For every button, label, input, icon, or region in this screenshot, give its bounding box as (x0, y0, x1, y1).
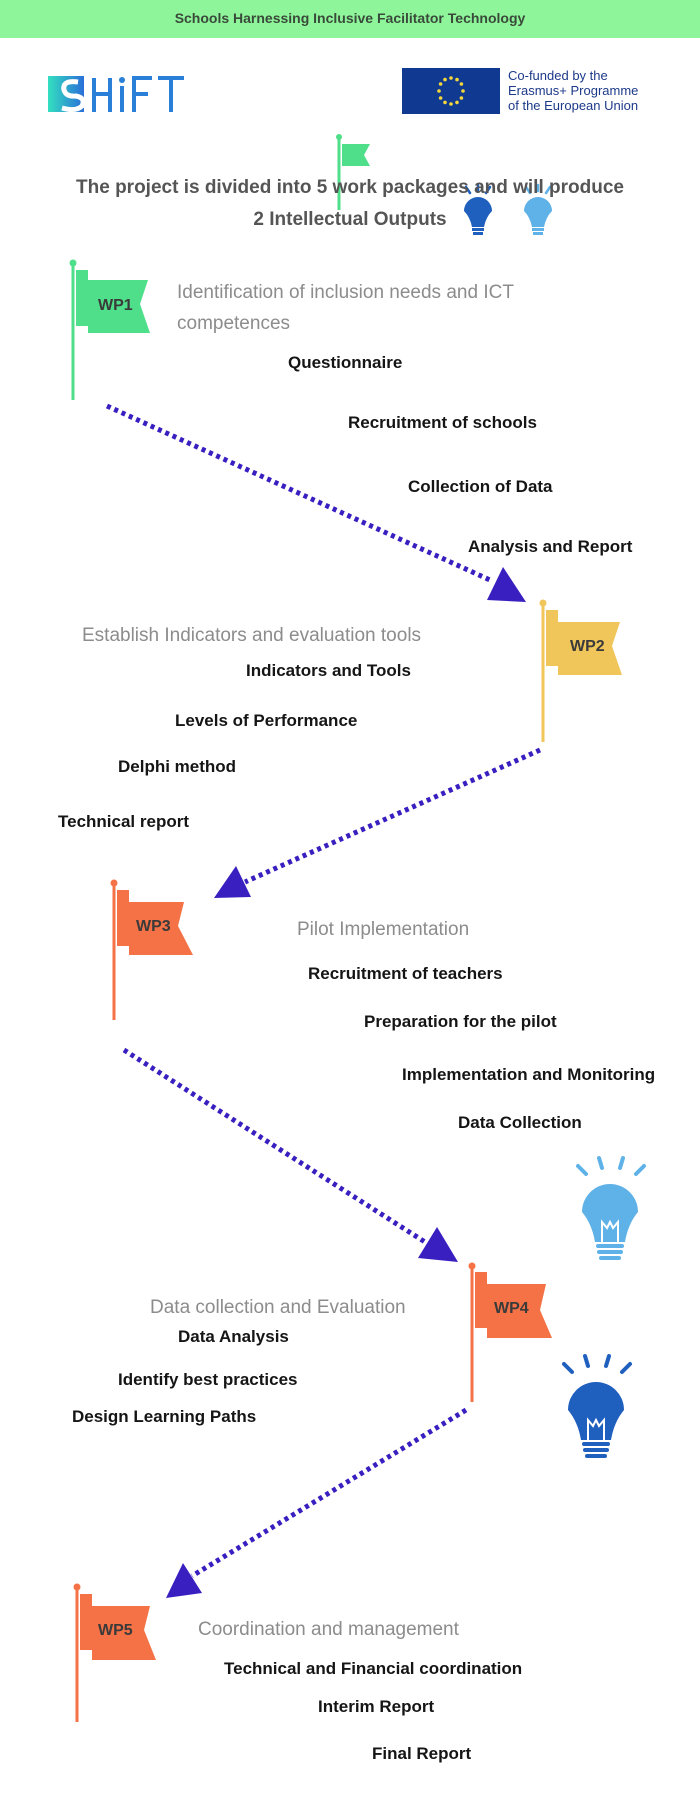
wp3-flag (110, 879, 193, 1020)
arrowhead-icon (214, 866, 251, 898)
wp5-task: Technical and Financial coordination (224, 1659, 523, 1678)
wp1-label: WP1 (98, 297, 133, 314)
arrow-wp3-wp4 (122, 1047, 427, 1245)
arrowhead-icon (487, 567, 526, 602)
wp3-task: Preparation for the pilot (364, 1012, 557, 1031)
arrow-wp1-wp2 (105, 403, 492, 583)
wp1-flag (69, 259, 150, 400)
eu-cofunded-text: Co-funded by the Erasmus+ Programme of t… (508, 68, 639, 113)
wp3-task: Data Collection (458, 1113, 582, 1132)
wp5-task: Final Report (372, 1744, 472, 1763)
arrow-wp2-wp3 (243, 747, 542, 885)
wp5-label: WP5 (98, 1622, 133, 1639)
wp2-task: Delphi method (118, 757, 237, 776)
wp4-task: Design Learning Paths (72, 1407, 257, 1426)
wp2-title: Establish Indicators and evaluation tool… (82, 625, 422, 646)
eu-stars-icon (437, 76, 465, 106)
lightbulb-icon (524, 183, 552, 235)
wp3-title: Pilot Implementation (297, 919, 470, 940)
intro-text: The project is divided into 5 work packa… (76, 177, 624, 230)
wp5-task: Interim Report (318, 1697, 435, 1716)
eu-flag (402, 68, 500, 114)
wp4-task: Data Analysis (178, 1327, 289, 1346)
wp4-title: Data collection and Evaluation (150, 1297, 406, 1318)
wp4-flag (468, 1262, 552, 1402)
wp3-task: Implementation and Monitoring (402, 1065, 656, 1084)
arrowhead-icon (418, 1227, 458, 1262)
header-title: Schools Harnessing Inclusive Facilitator… (174, 10, 526, 26)
flag-icon (336, 134, 370, 210)
arrowhead-icon (166, 1563, 202, 1598)
lightbulb-icon (464, 183, 492, 235)
wp1-task: Questionnaire (288, 353, 403, 372)
wp3-task: Recruitment of teachers (308, 964, 503, 983)
wp1-task: Collection of Data (408, 477, 553, 496)
wp1-title: Identification of inclusion needs and IC… (177, 282, 514, 334)
header-bar (0, 0, 700, 38)
wp3-label: WP3 (136, 918, 171, 935)
lightbulb-icon (576, 1156, 646, 1260)
wp1-task: Recruitment of schools (348, 413, 537, 432)
shift-logo (48, 76, 184, 113)
wp1-task: Analysis and Report (468, 537, 633, 556)
wp4-label: WP4 (494, 1300, 529, 1317)
arrow-wp4-wp5 (190, 1407, 468, 1579)
wp5-title: Coordination and management (198, 1619, 459, 1640)
wp5-flag (73, 1583, 156, 1722)
wp2-flag (539, 599, 622, 742)
wp2-task: Levels of Performance (175, 711, 358, 730)
lightbulb-icon (562, 1354, 632, 1458)
wp2-task: Technical report (58, 812, 189, 831)
wp2-task: Indicators and Tools (246, 661, 411, 680)
wp2-label: WP2 (570, 638, 605, 655)
wp4-task: Identify best practices (118, 1370, 298, 1389)
